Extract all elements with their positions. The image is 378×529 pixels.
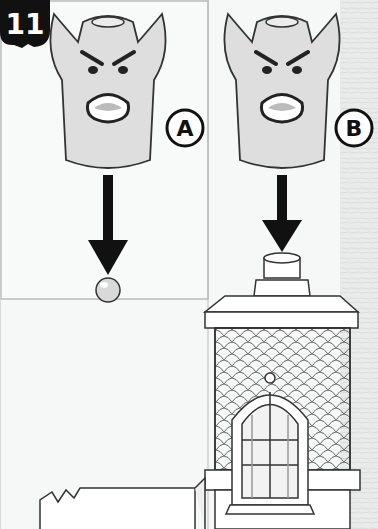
push-arrow bbox=[88, 175, 128, 275]
ghost-figure bbox=[224, 14, 339, 168]
callout-letter: B bbox=[334, 108, 374, 148]
tower bbox=[205, 253, 360, 529]
round-stud bbox=[96, 278, 120, 302]
panel-edge bbox=[208, 0, 209, 529]
push-arrow bbox=[262, 175, 302, 252]
wall-piece bbox=[195, 478, 205, 529]
sub-step-panel bbox=[1, 1, 208, 299]
sub-assembly-callout: B bbox=[334, 108, 374, 148]
step-number: 11 bbox=[0, 0, 50, 48]
sub-assembly-callout: A bbox=[165, 108, 205, 148]
step-number-badge: 11 bbox=[0, 0, 50, 48]
panel-edge bbox=[0, 300, 1, 529]
ghost-figure bbox=[50, 14, 165, 168]
wall-piece bbox=[40, 488, 195, 529]
callout-letter: A bbox=[165, 108, 205, 148]
highlight bbox=[100, 282, 108, 288]
